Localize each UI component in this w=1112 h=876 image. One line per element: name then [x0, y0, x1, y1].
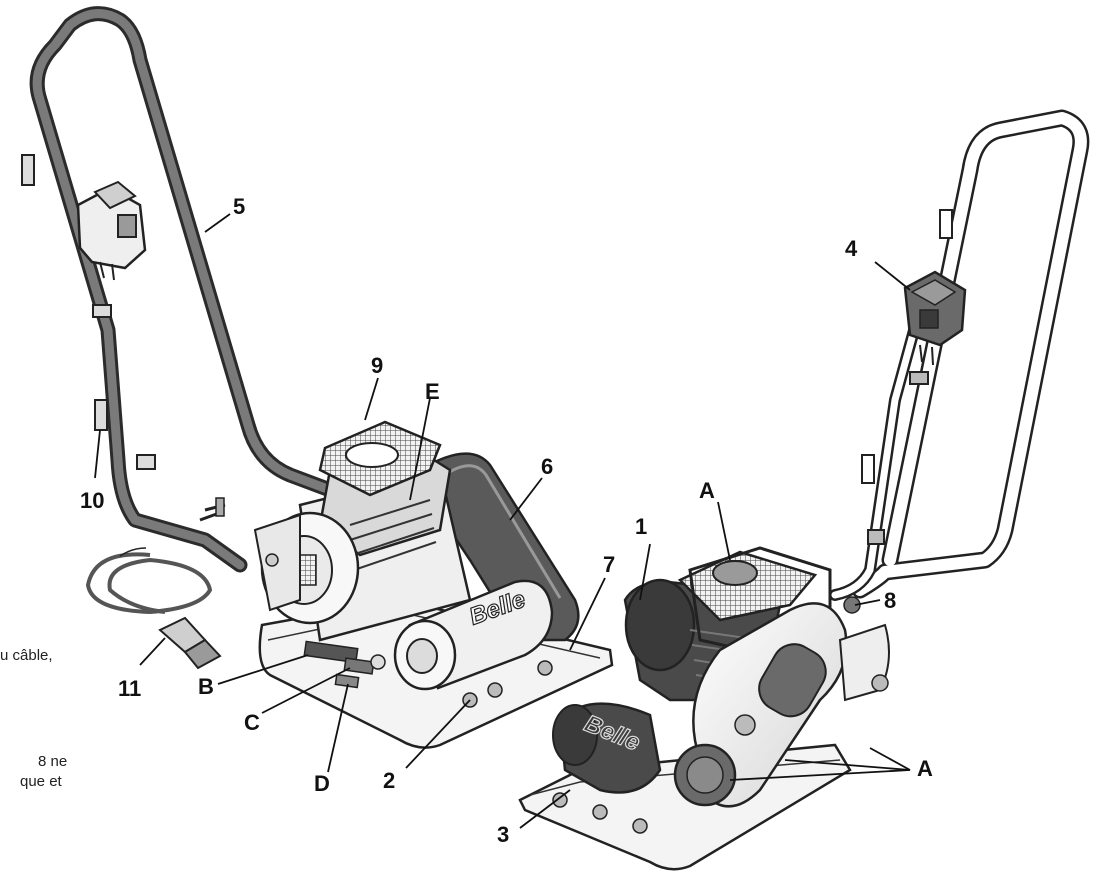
callout-3: 3 [497, 822, 510, 847]
callout-a-right: A [917, 756, 933, 781]
left-switch-box [76, 180, 147, 281]
right-switch-box [903, 270, 967, 366]
side-text-line-3: que et [20, 773, 62, 790]
callout-10: 10 [80, 488, 105, 513]
side-text-line-2: 8 ne [38, 753, 68, 770]
left-exciter: Belle [393, 579, 554, 691]
left-machine: Belle [21, 6, 614, 749]
callout-5: 5 [233, 194, 246, 219]
callout-d: D [314, 771, 330, 796]
callout-8: 8 [884, 588, 897, 613]
callout-c: C [244, 710, 260, 735]
callout-6: 6 [541, 454, 554, 479]
right-exciter: Belle [552, 702, 662, 794]
callout-e: E [425, 379, 440, 404]
callout-a-top: A [699, 478, 715, 503]
callout-11: 11 [118, 676, 142, 701]
callout-9: 9 [371, 353, 384, 378]
right-machine: Belle [518, 109, 1090, 871]
callout-1: 1 [635, 514, 648, 539]
callout-7: 7 [603, 552, 616, 577]
leader-lines [94, 213, 911, 829]
callout-b: B [198, 674, 214, 699]
callout-4: 4 [845, 236, 858, 261]
left-handle [29, 6, 338, 573]
callout-2: 2 [383, 768, 396, 793]
side-text-line-1: u câble, [0, 647, 53, 664]
power-cable [85, 547, 222, 670]
